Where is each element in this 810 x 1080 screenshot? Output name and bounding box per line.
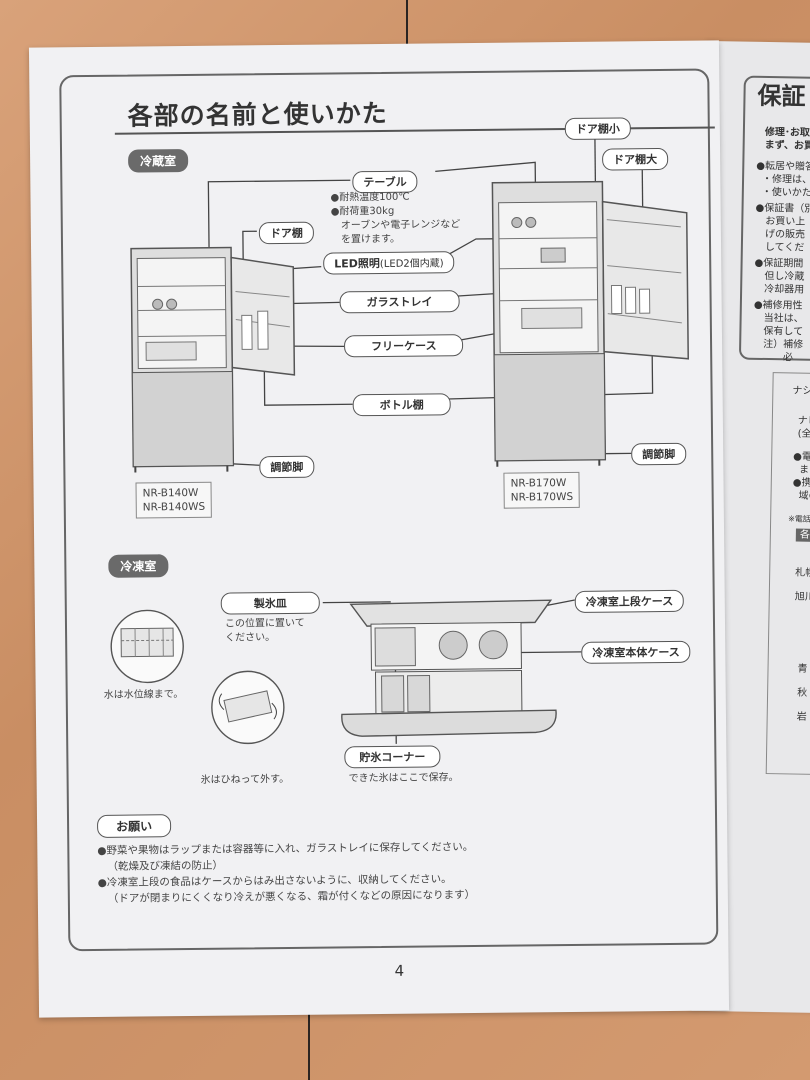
label-door-shelf-small: ドア棚小	[564, 117, 631, 141]
next-page-line: 修理･お取	[764, 126, 810, 139]
label-bottle-shelf: ボトル棚	[352, 393, 451, 417]
next-page-line: 冷却器用	[764, 283, 805, 296]
label-led-main: LED照明	[334, 256, 380, 271]
model-name: NR-B140WS	[142, 500, 206, 514]
freezer-drawer-illustration	[341, 599, 557, 737]
next-page-line: 必	[782, 352, 794, 364]
next-page-line: ●保証期間	[754, 257, 804, 270]
table-note-line: ●耐荷重30kg	[330, 205, 395, 218]
next-page-line: ●電話	[793, 451, 810, 463]
next-page-line: ●携帯	[792, 477, 810, 489]
request-text: ●野菜や果物はラップまたは容器等に入れ、ガラストレイに保存してください。 （乾燥…	[97, 839, 475, 907]
next-page-line: 秋	[797, 687, 808, 699]
model-name: NR-B140W	[142, 486, 199, 500]
next-page-heading: 保証	[757, 81, 806, 111]
model-name: NR-B170WS	[510, 490, 574, 504]
next-page-line: ●補修用性	[753, 299, 803, 312]
next-page-line: 域の	[798, 490, 810, 502]
label-glass-tray: ガラストレイ	[339, 290, 460, 314]
next-page-line: 各	[795, 528, 810, 542]
ice-tray-closeup	[110, 609, 184, 684]
ice-tray-note-line: ください。	[225, 632, 276, 644]
next-page-line: 青	[797, 663, 808, 675]
label-door-shelf-large: ドア棚大	[602, 147, 669, 171]
label-led-sub: (LED2個内蔵)	[379, 258, 444, 270]
label-led: LED照明(LED2個内蔵)	[323, 251, 455, 275]
label-ice-tray: 製氷皿	[220, 591, 320, 615]
water-note: 水は水位線まで。	[103, 689, 184, 701]
label-free-case: フリーケース	[343, 334, 464, 358]
next-page-line: 札幌	[795, 567, 810, 579]
next-page-line: ●転居や贈答	[756, 160, 810, 173]
table-note-line: ●耐熱温度100℃	[330, 191, 410, 204]
twist-note: 氷はひねって外す。	[200, 773, 290, 786]
next-page-line: 岩	[796, 711, 807, 723]
next-page-line: してくだ	[764, 241, 805, 254]
label-main-case: 冷凍室本体ケース	[581, 640, 691, 664]
next-page-line: 但し冷蔵	[764, 270, 805, 283]
next-page-line: ※電話	[788, 514, 810, 524]
next-page-line: ・使いかた お	[761, 186, 810, 199]
fridge-small-illustration	[130, 246, 296, 473]
next-page-line: (全	[797, 428, 810, 440]
request-tag: お願い	[96, 814, 172, 838]
ice-tray-note-line: この位置に置いて	[224, 617, 305, 630]
model-name: NR-B170W	[510, 477, 567, 490]
label-adjust-foot-left: 調節脚	[259, 455, 315, 479]
next-page-line: 旭川	[794, 591, 810, 603]
fridge-large-illustration	[491, 180, 689, 467]
next-page-line: 当社は、	[763, 312, 804, 325]
next-page-line: ・修理は、サ	[761, 173, 810, 186]
manual-page: 各部の名前と使いかた 冷蔵室	[28, 40, 730, 1018]
fridge-diagram	[130, 136, 689, 473]
next-page-line: げの販売	[765, 228, 806, 241]
next-page-line: ●保証書（別	[755, 202, 810, 215]
table-seam-bottom	[308, 1008, 310, 1080]
next-page-line: ナビ	[797, 415, 810, 427]
table-note: ●耐熱温度100℃ ●耐荷重30kg オーブンや電子レンジなど を置けます。	[330, 190, 460, 247]
table-note-line: を置けます。	[340, 233, 401, 246]
freezer-diagram	[110, 599, 582, 745]
label-upper-case: 冷凍室上段ケース	[574, 589, 685, 613]
ice-tray-note: この位置に置いて ください。	[225, 617, 305, 646]
next-page-line: お買い上	[765, 215, 806, 228]
label-adjust-foot-right: 調節脚	[631, 442, 687, 466]
next-page-line: 保有して	[763, 325, 804, 338]
next-page-line: 注）補修	[763, 338, 804, 351]
model-box-right: NR-B170W NR-B170WS	[503, 471, 581, 509]
next-page-line: ます	[798, 464, 810, 476]
table-seam-top	[406, 0, 408, 46]
twist-closeup	[211, 670, 285, 745]
label-door-shelf: ドア棚	[258, 221, 315, 245]
ice-corner-note: できた氷はここで保存。	[348, 772, 459, 785]
next-page-line: まず、お買	[764, 139, 810, 152]
next-page-line: ナシ	[792, 385, 810, 397]
page-number: 4	[394, 961, 405, 980]
table-note-line: オーブンや電子レンジなど	[340, 219, 461, 232]
model-box-left: NR-B140W NR-B140WS	[135, 481, 213, 519]
label-ice-corner: 貯氷コーナー	[344, 745, 441, 769]
